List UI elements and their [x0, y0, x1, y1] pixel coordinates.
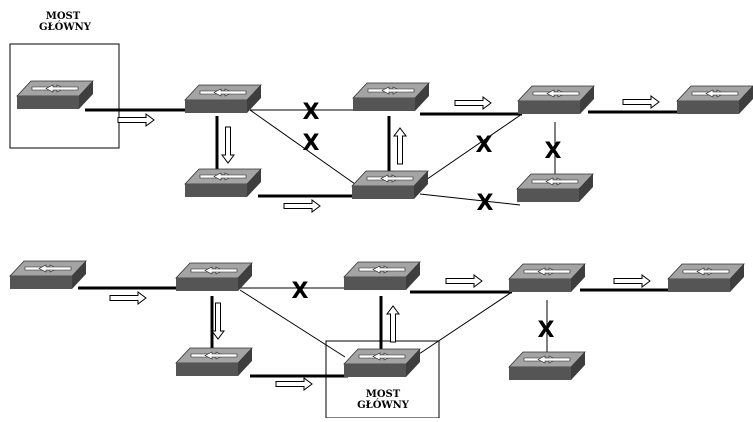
network-switch-icon: [508, 351, 586, 381]
link: [239, 289, 346, 358]
root-bridge-label: MOST GŁÓWNY: [39, 11, 91, 33]
blocked-port-icon: X: [476, 133, 493, 158]
network-switch-icon: [517, 85, 595, 115]
link: [249, 109, 356, 185]
network-switch-icon: [184, 84, 262, 114]
blocked-port-icon: X: [538, 318, 555, 343]
forward-arrow-icon: [275, 377, 313, 391]
network-switch-icon: [516, 173, 594, 203]
network-switch-icon: [343, 348, 421, 378]
network-switch-icon: [667, 263, 745, 293]
forward-arrow-icon: [211, 302, 225, 340]
forward-arrow-icon: [386, 305, 400, 343]
forward-arrow-icon: [445, 274, 483, 288]
link: [419, 113, 523, 185]
forward-arrow-icon: [117, 113, 155, 127]
root-bridge-box: [9, 43, 120, 149]
forward-arrow-icon: [109, 291, 147, 305]
network-switch-icon: [508, 263, 586, 293]
root-bridge-label-line1: MOST: [365, 389, 401, 400]
forward-arrow-icon: [613, 274, 651, 288]
network-switch-icon: [16, 80, 94, 110]
blocked-port-icon: X: [303, 131, 320, 156]
network-switch-icon: [175, 347, 253, 377]
root-bridge-label-line1: MOST: [45, 11, 81, 22]
forward-arrow-icon: [283, 199, 321, 213]
root-bridge-label-line2: GŁÓWNY: [39, 22, 91, 33]
root-bridge-label: MOST GŁÓWNY: [354, 389, 412, 411]
forward-arrow-icon: [221, 126, 235, 164]
link: [419, 193, 521, 206]
network-switch-icon: [184, 168, 262, 198]
network-switch-icon: [352, 82, 430, 112]
blocked-port-icon: X: [292, 279, 309, 304]
forward-arrow-icon: [622, 95, 660, 109]
root-bridge-label-line2: GŁÓWNY: [357, 400, 409, 411]
network-switch-icon: [351, 170, 429, 200]
network-switch-icon: [676, 85, 753, 115]
network-links: [85, 108, 682, 206]
forward-arrow-icon: [393, 127, 407, 165]
network-switch-icon: [343, 261, 421, 291]
forward-arrow-icon: [454, 96, 492, 110]
blocked-port-icon: X: [545, 139, 562, 164]
network-switch-icon: [9, 260, 87, 290]
network-links: [78, 286, 672, 378]
link: [409, 291, 513, 361]
blocked-port-icon: X: [303, 100, 320, 125]
blocked-port-icon: X: [477, 191, 494, 216]
network-switch-icon: [175, 262, 253, 292]
